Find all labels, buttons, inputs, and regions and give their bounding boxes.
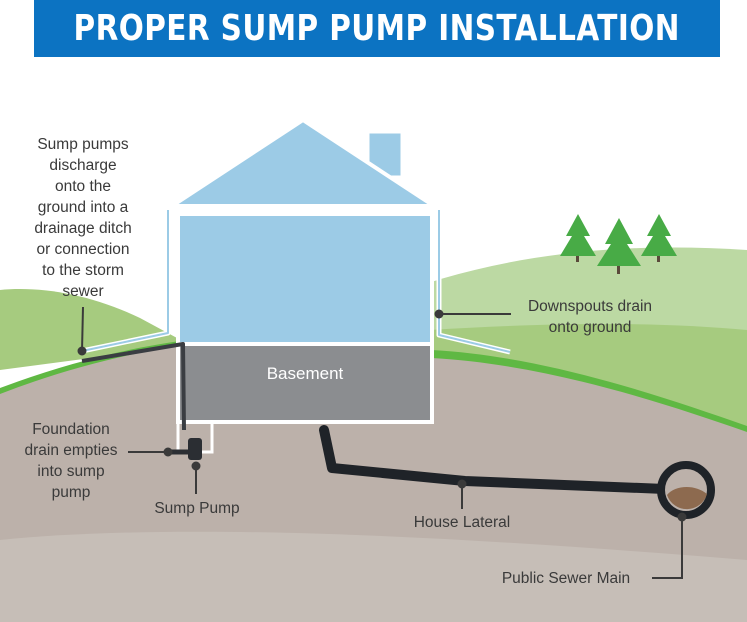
sewer-main-contents xyxy=(667,486,707,510)
ground-shade xyxy=(0,531,747,622)
discharge-pipe xyxy=(81,342,186,431)
house-lateral-label: House Lateral xyxy=(413,514,511,531)
basement-label: Basement xyxy=(266,364,344,383)
title-bar: PROPER SUMP PUMP INSTALLATION xyxy=(34,0,720,57)
house-wall xyxy=(176,212,434,346)
downspouts-label: Downspouts drain onto ground xyxy=(527,298,653,336)
left-downspout-inner xyxy=(81,210,169,352)
basement xyxy=(176,342,434,424)
leader-lines xyxy=(77,306,687,579)
tree-icon xyxy=(560,214,596,262)
grass-edge-right xyxy=(432,350,747,432)
page-title: PROPER SUMP PUMP INSTALLATION xyxy=(73,8,681,49)
foundation-drain-label: Foundation drain empties into sump pump xyxy=(24,421,118,501)
sump-pump-icon xyxy=(188,438,202,460)
house-lateral-pipe xyxy=(319,425,670,494)
public-sewer-main-label: Public Sewer Main xyxy=(501,570,631,587)
tree-icon xyxy=(597,218,641,274)
roof xyxy=(170,118,436,208)
tree-icon xyxy=(641,214,677,262)
right-downspout-inner xyxy=(438,210,511,353)
sump-pump-label: Sump Pump xyxy=(154,500,240,517)
discharge-label: Sump pumps discharge onto the ground int… xyxy=(34,136,132,300)
